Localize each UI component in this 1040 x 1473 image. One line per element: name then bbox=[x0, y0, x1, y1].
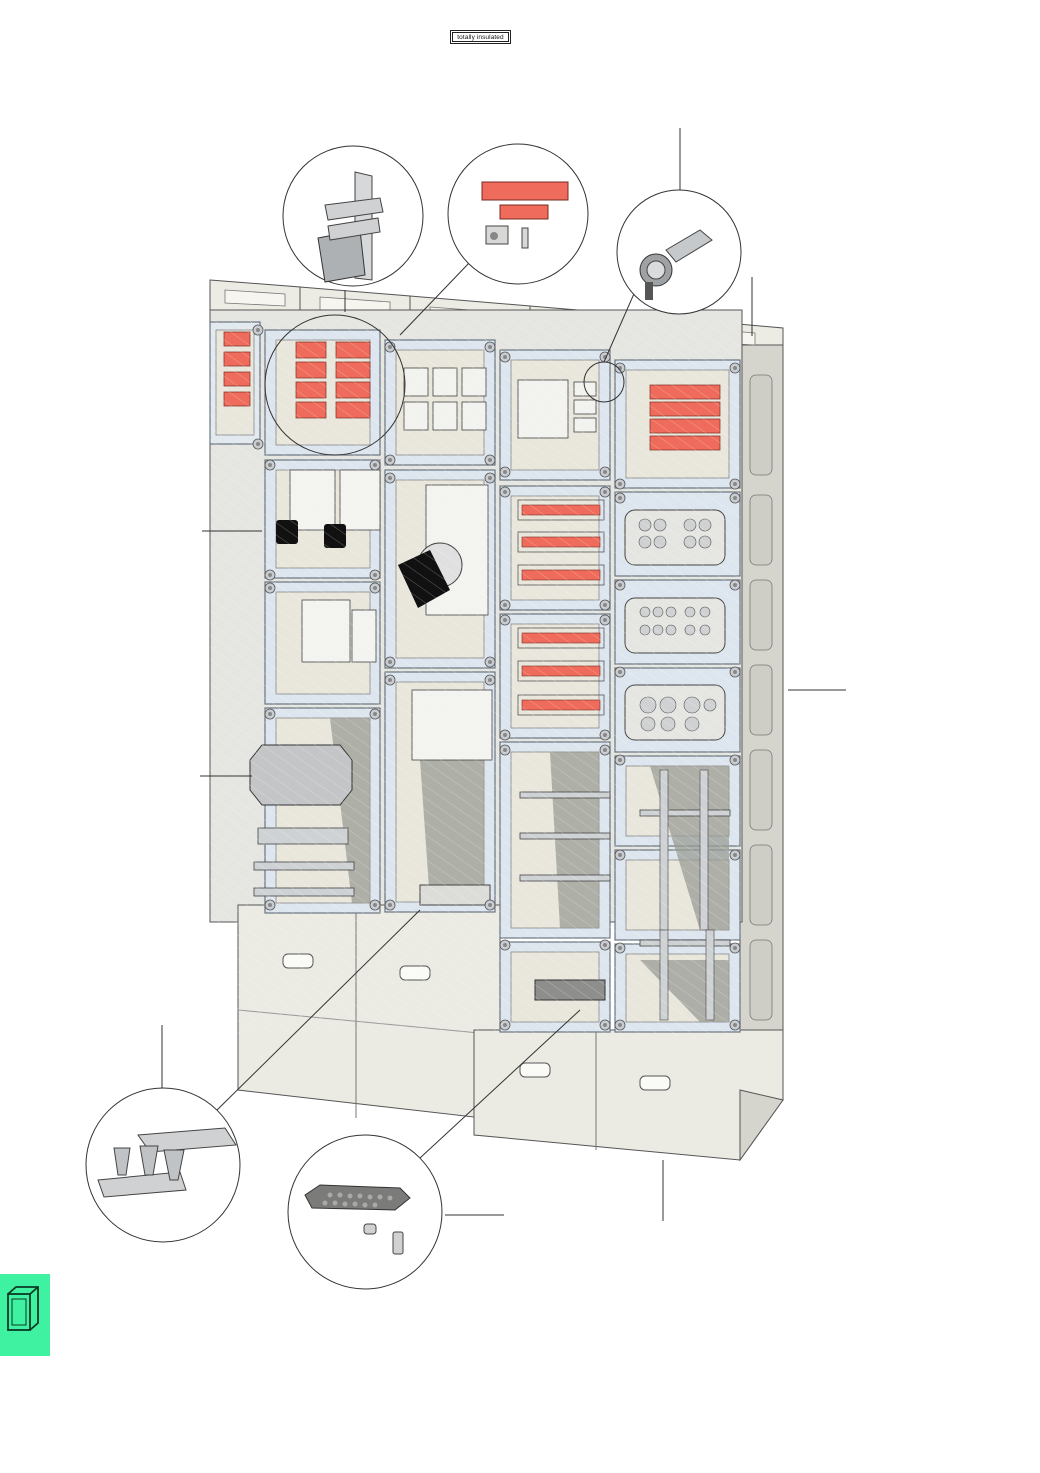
detail-circle-gland-plate bbox=[287, 1134, 443, 1290]
badge-label: totally insulated bbox=[457, 33, 504, 41]
side-tab[interactable] bbox=[0, 1274, 50, 1356]
detail-highlight-busbar bbox=[264, 314, 406, 456]
leader-lines bbox=[161, 128, 846, 1221]
detail-circle-busbar-holder bbox=[282, 145, 424, 287]
enclosure-outline-icon bbox=[7, 1286, 39, 1331]
key-lock-icon bbox=[616, 189, 742, 315]
totally-insulated-badge: totally insulated bbox=[450, 30, 511, 44]
detail-circle-terminals bbox=[447, 143, 589, 285]
side-wall-ribs bbox=[749, 374, 773, 1021]
detail-circle-cable-inserts bbox=[85, 1087, 241, 1243]
